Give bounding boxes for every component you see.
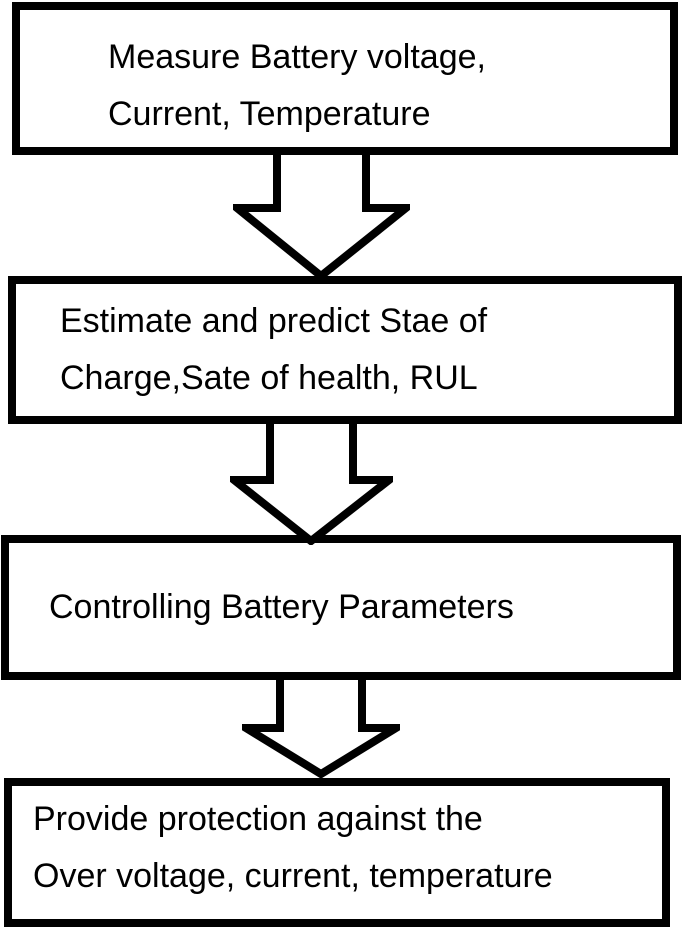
flow-step-control: Controlling Battery Parameters — [1, 535, 681, 680]
flow-step-protect-line-2: Over voltage, current, temperature — [33, 856, 553, 895]
down-arrow-icon — [230, 424, 393, 545]
flow-step-measure-line-2: Current, Temperature — [108, 94, 431, 133]
down-arrow-icon — [233, 155, 410, 280]
flow-step-estimate-line-2: Charge,Sate of health, RUL — [60, 359, 478, 397]
flow-step-estimate-line-1: Estimate and predict Stae of — [60, 302, 488, 340]
flow-step-estimate: Estimate and predict Stae of Charge,Sate… — [8, 276, 682, 424]
flow-step-control-line-1: Controlling Battery Parameters — [49, 588, 514, 626]
flow-step-protect-line-1: Provide protection against the — [33, 799, 483, 838]
flow-step-measure-line-1: Measure Battery voltage, — [108, 37, 486, 76]
flow-step-protect: Provide protection against the Over volt… — [4, 778, 670, 927]
flow-step-measure: Measure Battery voltage, Current, Temper… — [12, 2, 678, 155]
down-arrow-icon — [242, 680, 400, 778]
